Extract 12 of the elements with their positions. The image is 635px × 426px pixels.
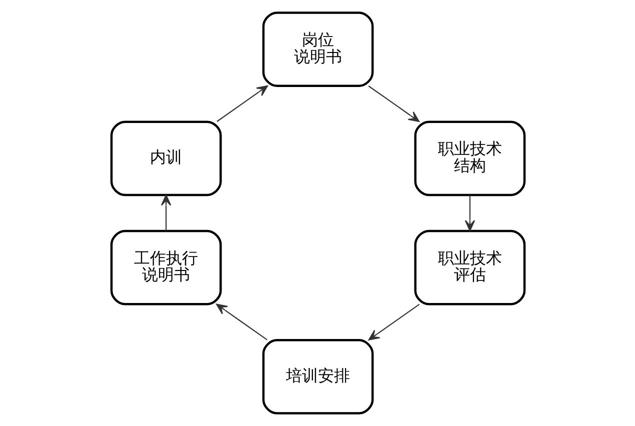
node-box: 职业技术评估 bbox=[414, 230, 526, 306]
arrow bbox=[464, 195, 475, 232]
arrow bbox=[368, 304, 420, 340]
node-box: 工作执行说明书 bbox=[110, 230, 222, 306]
arrow bbox=[216, 85, 268, 122]
node-box: 内训 bbox=[110, 120, 222, 196]
arrow bbox=[368, 86, 420, 122]
arrow bbox=[160, 194, 171, 231]
node-box: 培训安排 bbox=[262, 339, 374, 414]
node-box: 岗位 说明书 bbox=[262, 12, 374, 87]
arrow bbox=[216, 304, 267, 340]
node-box: 职业技术结构 bbox=[414, 120, 526, 196]
